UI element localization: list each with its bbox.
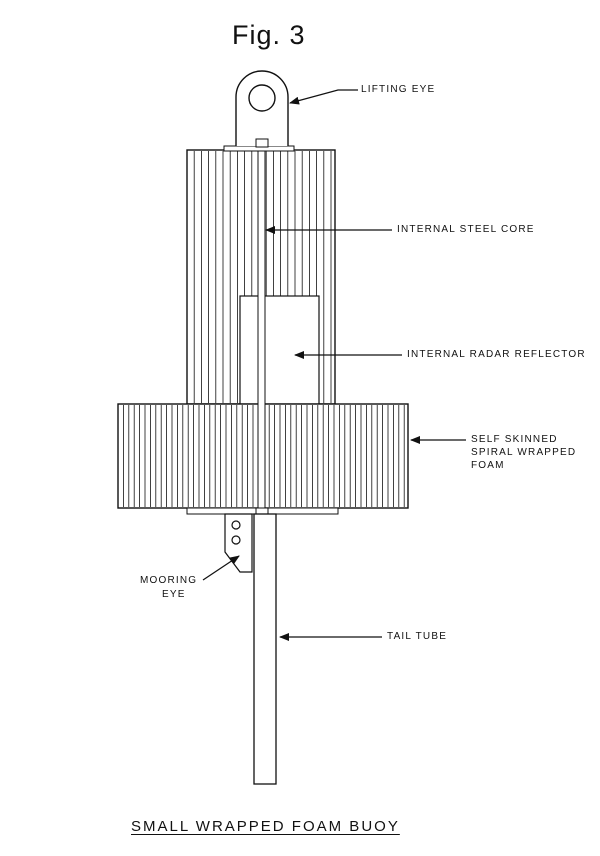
label-lifting-eye: LIFTING EYE (361, 84, 436, 95)
radar-reflector (239, 295, 320, 405)
label-mooring-line2: EYE (162, 589, 186, 600)
tail-tube (253, 513, 277, 785)
leader-lines (202, 89, 466, 641)
label-internal-steel-core: INTERNAL STEEL CORE (397, 224, 535, 235)
label-foam-line3: FOAM (471, 460, 505, 471)
leader-lifting-eye (289, 89, 358, 105)
figure-caption: SMALL WRAPPED FOAM BUOY (131, 818, 400, 835)
label-internal-radar-reflector: INTERNAL RADAR REFLECTOR (407, 349, 586, 360)
leader-mooring-eye (202, 555, 240, 581)
figure-title: Fig. 3 (232, 20, 306, 50)
label-mooring-line1: MOORING (140, 575, 198, 586)
label-foam-line2: SPIRAL WRAPPED (471, 447, 577, 458)
label-foam-line1: SELF SKINNED (471, 434, 558, 445)
label-tail-tube: TAIL TUBE (387, 631, 448, 642)
lifting-eye (235, 70, 289, 148)
